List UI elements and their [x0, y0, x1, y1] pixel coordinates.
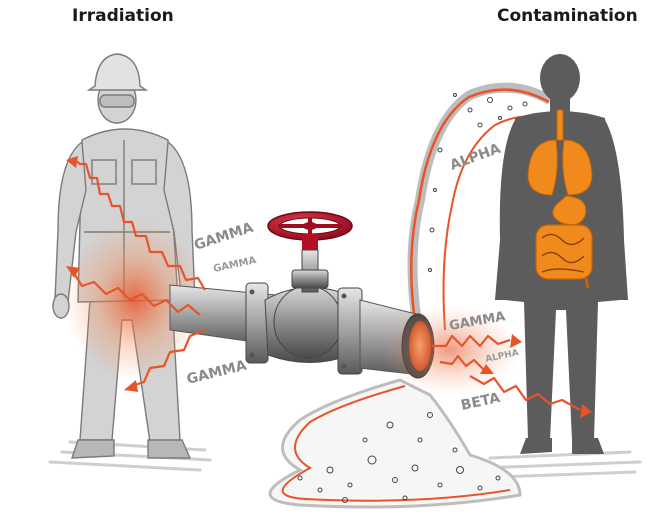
beta-arrow-right [469, 375, 581, 411]
gamma-arrow-3 [131, 328, 206, 388]
spill-particles [297, 412, 501, 503]
intestines-icon [535, 224, 593, 289]
heading-irradiation: Irradiation [72, 6, 174, 26]
heading-contamination: Contamination [497, 6, 638, 26]
radiation-arrows [71, 157, 581, 411]
lungs-icon [527, 109, 593, 196]
gamma-arrow-right [432, 334, 511, 348]
label-gamma-lower: GAMMA [185, 358, 248, 388]
label-gamma-small: GAMMA [212, 255, 257, 275]
gamma-arrow-1 [71, 157, 206, 291]
valve-icon [267, 211, 353, 250]
contamination-spill [268, 378, 522, 509]
label-gamma-upper: GAMMA [192, 220, 255, 254]
alpha-arrow-right [439, 354, 485, 371]
airborne-plume [407, 82, 553, 341]
irradiation-glow [65, 220, 205, 380]
radiation-arrowheads [66, 156, 592, 418]
gamma-arrow-2 [71, 269, 201, 316]
